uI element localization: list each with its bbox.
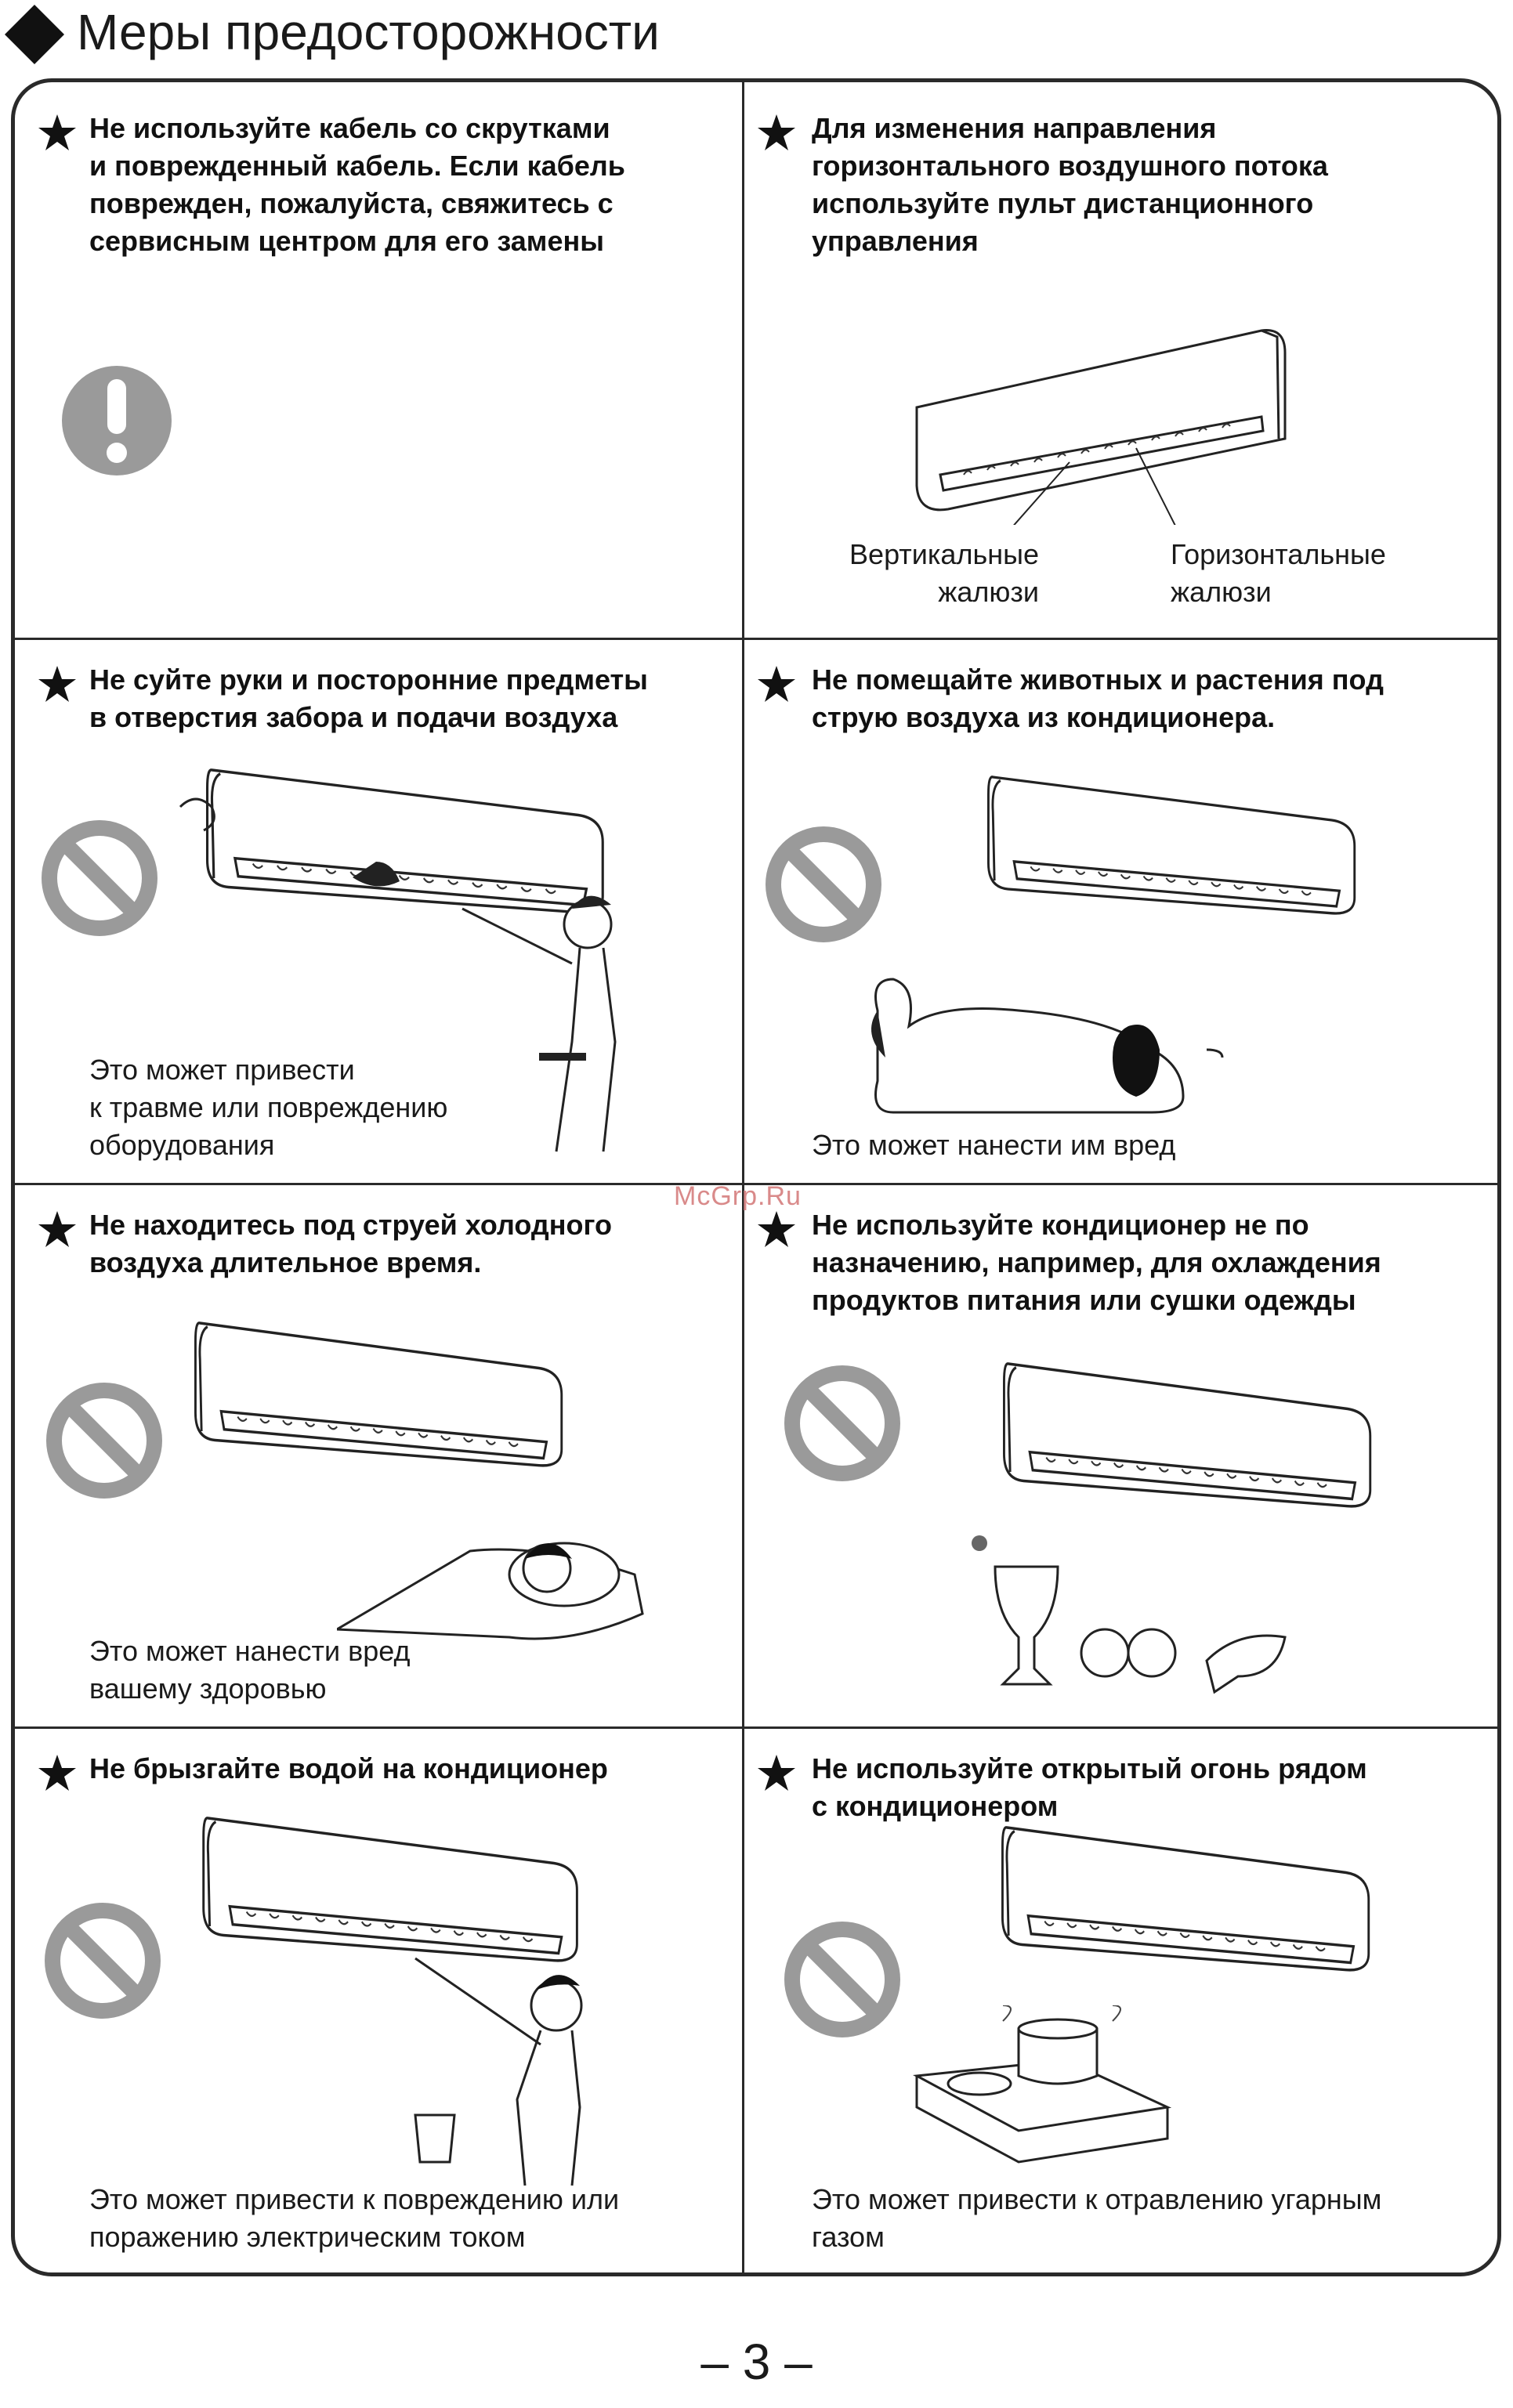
prohibition-icon	[45, 1382, 163, 1499]
ac-unit-illustration	[978, 760, 1370, 932]
dog-illustration	[871, 978, 1224, 1114]
grid-divider-row-1	[11, 638, 1501, 640]
person-splashing-water-illustration	[414, 1957, 583, 2186]
gas-stove-illustration	[913, 2005, 1172, 2164]
air-conditioner-louvers-illustration	[915, 329, 1287, 525]
cell-7-heading: Не брызгайте водой на кондиционер	[89, 1752, 608, 1784]
watermark: McGrp.Ru	[674, 1181, 802, 1211]
prohibition-icon	[765, 826, 882, 943]
prohibition-icon	[41, 819, 158, 937]
ac-unit-illustration	[992, 1810, 1384, 1990]
star-bullet-icon	[757, 1753, 796, 1792]
star-bullet-icon	[757, 664, 796, 703]
diamond-bullet-icon	[5, 5, 64, 64]
star-bullet-icon	[38, 664, 77, 703]
person-reaching-illustration	[179, 797, 617, 1152]
cell-4-note: Это может нанести им вред	[812, 1129, 1176, 1161]
sleeping-person-illustration	[337, 1542, 644, 1640]
star-bullet-icon	[38, 1209, 77, 1249]
ac-unit-illustration	[185, 1305, 577, 1485]
prohibition-icon	[784, 1921, 901, 2038]
prohibition-icon	[784, 1365, 901, 1482]
precautions-grid-frame	[11, 78, 1501, 2276]
food-illustration	[972, 1535, 1287, 1694]
grid-divider-row-2	[11, 1183, 1501, 1185]
grid-divider-row-3	[11, 1726, 1501, 1729]
ac-unit-illustration	[994, 1346, 1385, 1526]
page-title: Меры предосторожности	[77, 4, 660, 60]
star-bullet-icon	[38, 1753, 77, 1792]
star-bullet-icon	[38, 113, 77, 152]
page-header: Меры предосторожности	[0, 0, 1513, 71]
star-bullet-icon	[757, 113, 796, 152]
exclamation-icon	[62, 366, 172, 475]
page-number: – 3 –	[700, 2334, 813, 2390]
star-bullet-icon	[757, 1209, 796, 1249]
grid-divider-vertical	[742, 78, 744, 2276]
prohibition-icon	[44, 1902, 161, 2019]
